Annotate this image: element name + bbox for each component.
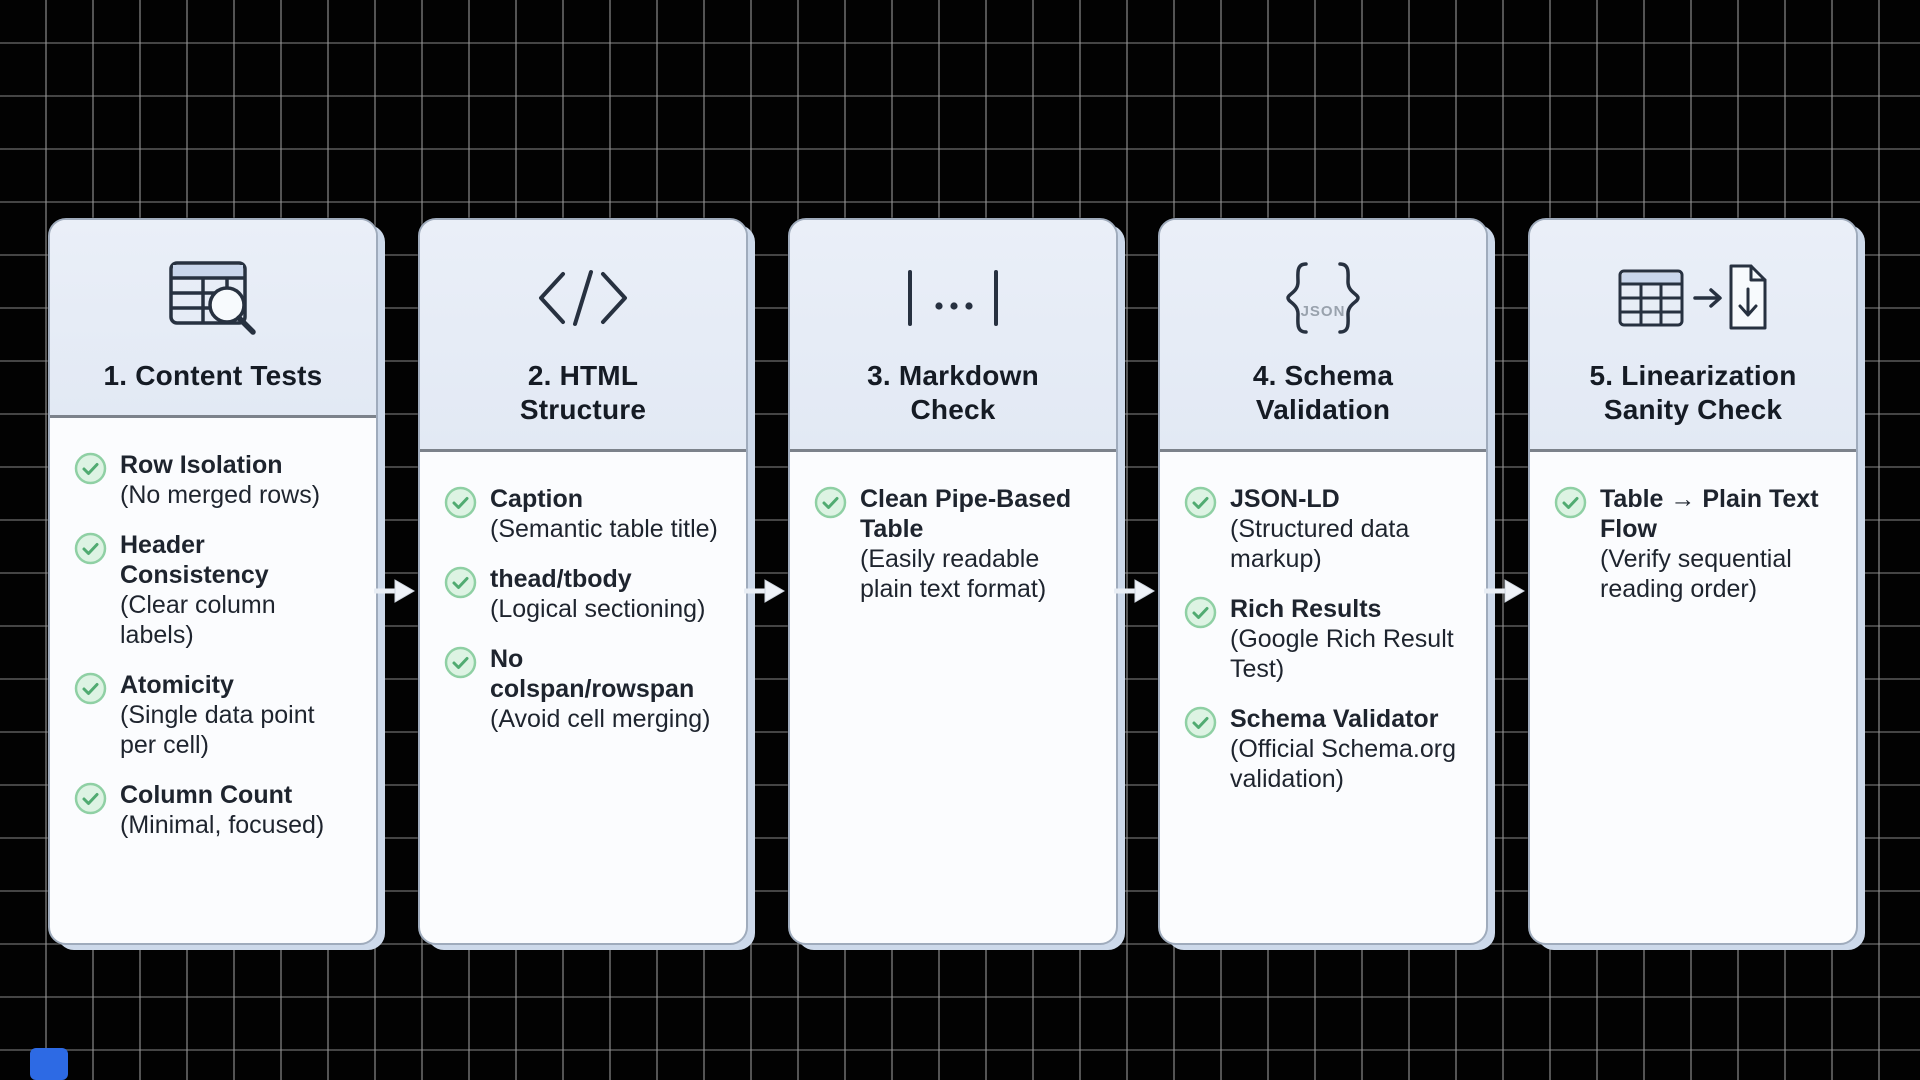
flow-arrow-icon bbox=[742, 576, 786, 606]
check-circle-icon bbox=[444, 486, 477, 519]
item-note: (Clear column labels) bbox=[120, 591, 276, 650]
card-title: 3. Markdown Check bbox=[867, 360, 1039, 426]
check-circle-icon bbox=[74, 782, 107, 815]
list-item: No colspan/rowspan(Avoid cell merging) bbox=[444, 644, 728, 734]
item-label: Table → Plain Text Flow bbox=[1600, 485, 1819, 544]
item-label: Row Isolation bbox=[120, 451, 283, 480]
item-note: (Semantic table title) bbox=[490, 515, 718, 544]
item-label: Atomicity bbox=[120, 671, 234, 700]
flow-arrow-icon bbox=[1482, 576, 1526, 606]
card-header: 1. Content Tests bbox=[50, 220, 376, 419]
check-circle-icon bbox=[1184, 706, 1217, 739]
flow-arrow-icon bbox=[1112, 576, 1156, 606]
code-tags-icon bbox=[430, 250, 736, 345]
check-circle-icon bbox=[814, 486, 847, 519]
card-header: 5. Linearization Sanity Check bbox=[1530, 220, 1856, 453]
list-item: Header Consistency(Clear column labels) bbox=[74, 530, 358, 650]
item-label: Rich Results bbox=[1230, 595, 1382, 624]
table-search-icon bbox=[60, 250, 366, 345]
item-label: JSON-LD bbox=[1230, 485, 1340, 514]
check-circle-icon bbox=[74, 452, 107, 485]
json-braces-icon: JSON bbox=[1170, 250, 1476, 345]
check-circle-icon bbox=[444, 566, 477, 599]
check-circle-icon bbox=[74, 532, 107, 565]
card-header: 3. Markdown Check bbox=[790, 220, 1116, 453]
card-linearization-sanity-check: 5. Linearization Sanity Check Table → Pl… bbox=[1528, 218, 1858, 945]
list-item: Column Count(Minimal, focused) bbox=[74, 780, 358, 840]
checklist: Clean Pipe-Based Table(Easily readable p… bbox=[790, 452, 1116, 943]
list-item: JSON-LD(Structured data markup) bbox=[1184, 484, 1468, 574]
list-item: Schema Validator(Official Schema.org val… bbox=[1184, 704, 1468, 794]
pipe-dots-icon bbox=[800, 250, 1106, 345]
item-label: thead/tbody bbox=[490, 565, 632, 594]
item-label: Header Consistency bbox=[120, 531, 269, 590]
item-note: (Verify sequential reading order) bbox=[1600, 545, 1792, 604]
check-circle-icon bbox=[1184, 486, 1217, 519]
item-label: Caption bbox=[490, 485, 584, 514]
check-circle-icon bbox=[74, 672, 107, 705]
card-markdown-check: 3. Markdown Check Clean Pipe-Based Table… bbox=[788, 218, 1118, 945]
check-circle-icon bbox=[1184, 596, 1217, 629]
item-note: (Google Rich Result Test) bbox=[1230, 625, 1454, 684]
item-note: (Structured data markup) bbox=[1230, 515, 1410, 574]
card-title: 1. Content Tests bbox=[103, 360, 323, 391]
list-item: Table → Plain Text Flow(Verify sequentia… bbox=[1554, 484, 1838, 604]
item-note: (Avoid cell merging) bbox=[490, 705, 711, 734]
check-circle-icon bbox=[1554, 486, 1587, 519]
pipeline-cards: 1. Content Tests Row Isolation(No merged… bbox=[48, 218, 1858, 945]
list-item: Clean Pipe-Based Table(Easily readable p… bbox=[814, 484, 1098, 604]
item-note: (No merged rows) bbox=[120, 481, 321, 510]
card-title: 4. Schema Validation bbox=[1252, 360, 1394, 426]
check-circle-icon bbox=[444, 646, 477, 679]
list-item: thead/tbody(Logical sectioning) bbox=[444, 564, 728, 624]
item-label: No colspan/rowspan bbox=[490, 645, 695, 704]
json-icon-label: JSON bbox=[1301, 303, 1346, 320]
item-note: (Minimal, focused) bbox=[120, 811, 325, 840]
list-item: Rich Results(Google Rich Result Test) bbox=[1184, 594, 1468, 684]
item-label: Schema Validator bbox=[1230, 705, 1439, 734]
item-label: Column Count bbox=[120, 781, 293, 810]
item-note: (Easily readable plain text format) bbox=[860, 545, 1047, 604]
item-label: Clean Pipe-Based Table bbox=[860, 485, 1072, 544]
list-item: Atomicity(Single data point per cell) bbox=[74, 670, 358, 760]
card-schema-validation: JSON 4. Schema Validation JSON-LD(Struct… bbox=[1158, 218, 1488, 945]
item-note: (Logical sectioning) bbox=[490, 595, 706, 624]
item-note: (Single data point per cell) bbox=[120, 701, 315, 760]
checklist: Row Isolation(No merged rows) Header Con… bbox=[50, 418, 376, 943]
checklist: Table → Plain Text Flow(Verify sequentia… bbox=[1530, 452, 1856, 943]
card-title: 5. Linearization Sanity Check bbox=[1589, 360, 1797, 426]
item-note: (Official Schema.org validation) bbox=[1230, 735, 1457, 794]
list-item: Row Isolation(No merged rows) bbox=[74, 450, 358, 510]
card-title: 2. HTML Structure bbox=[519, 360, 647, 426]
checklist: JSON-LD(Structured data markup) Rich Res… bbox=[1160, 452, 1486, 943]
card-header: 2. HTML Structure bbox=[420, 220, 746, 453]
list-item: Caption(Semantic table title) bbox=[444, 484, 728, 544]
flow-arrow-icon bbox=[372, 576, 416, 606]
checklist: Caption(Semantic table title) thead/tbod… bbox=[420, 452, 746, 943]
card-html-structure: 2. HTML Structure Caption(Semantic table… bbox=[418, 218, 748, 945]
card-header: JSON 4. Schema Validation bbox=[1160, 220, 1486, 453]
card-content-tests: 1. Content Tests Row Isolation(No merged… bbox=[48, 218, 378, 945]
accent-square bbox=[30, 1048, 68, 1080]
table-to-document-icon bbox=[1540, 250, 1846, 345]
